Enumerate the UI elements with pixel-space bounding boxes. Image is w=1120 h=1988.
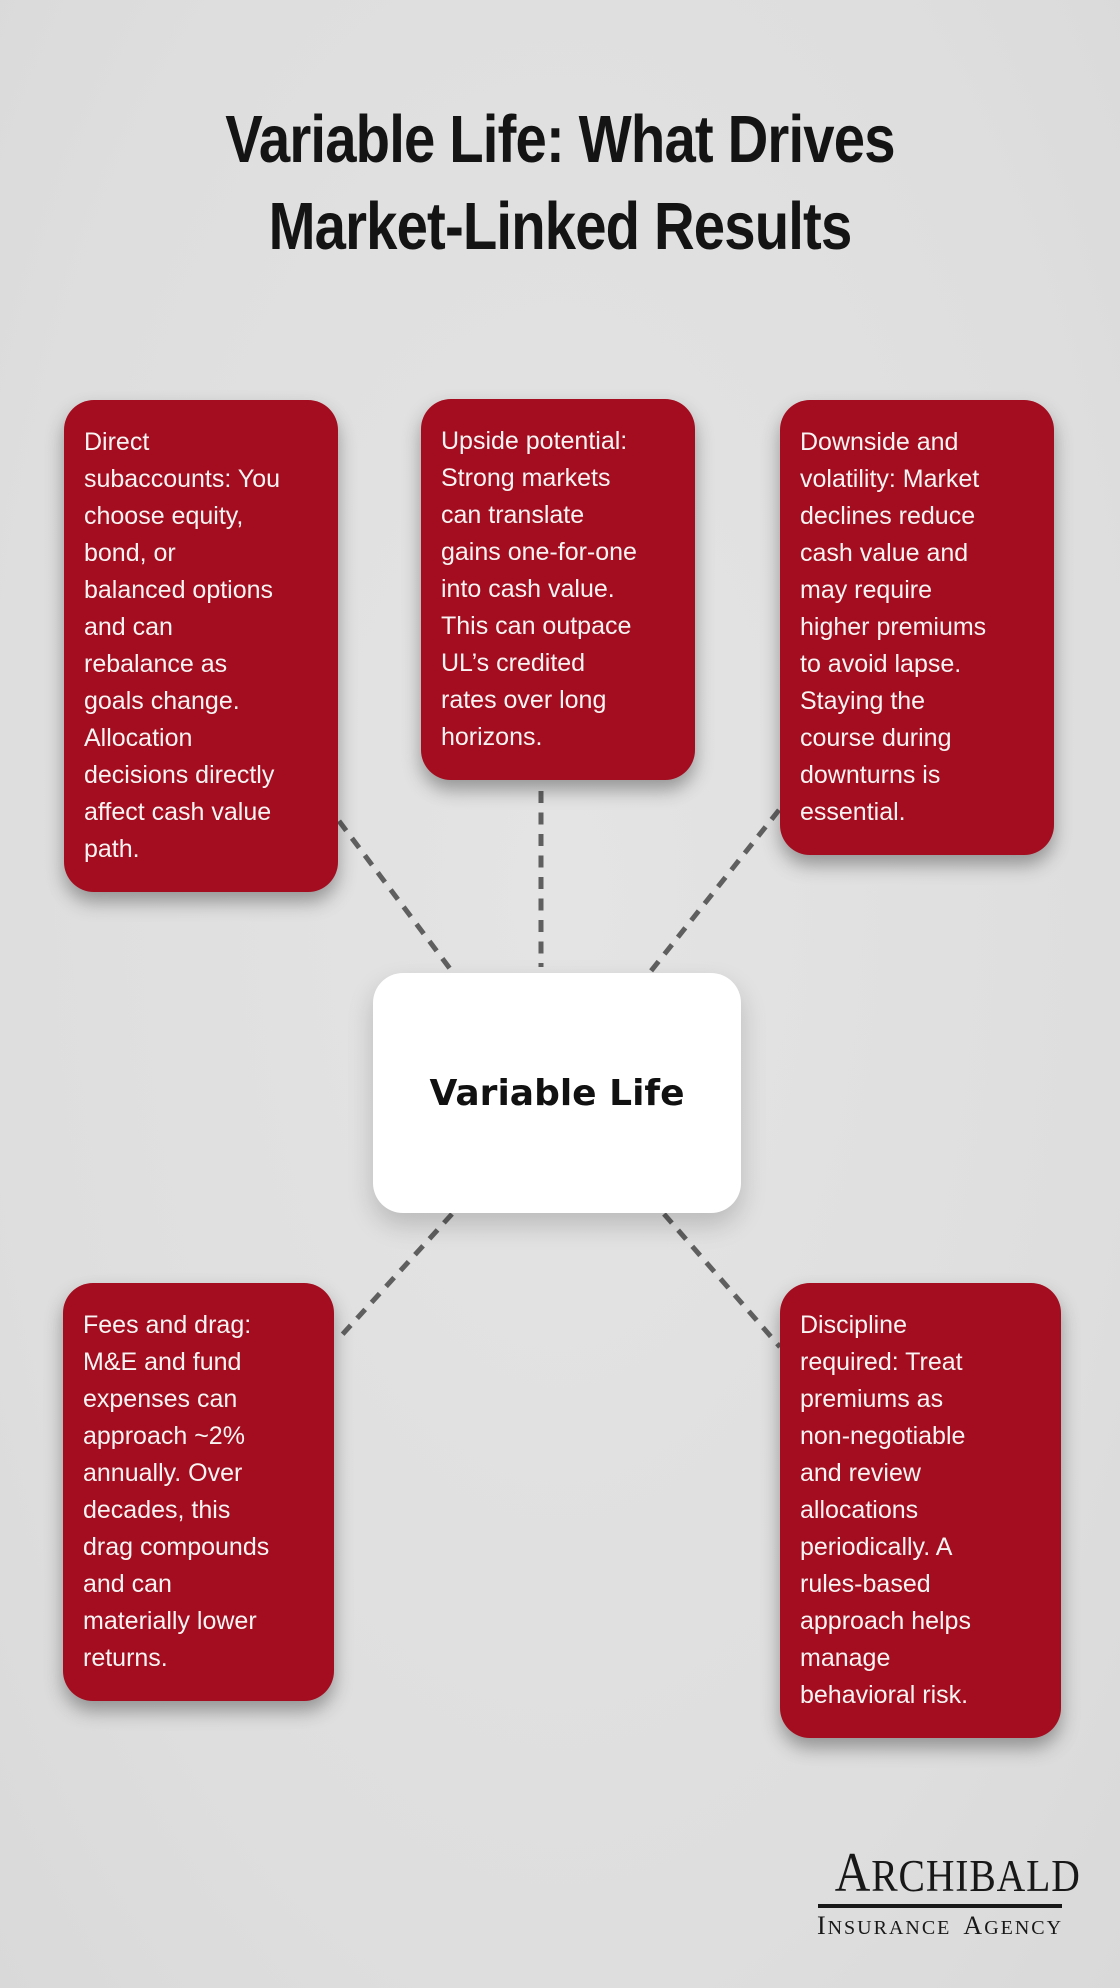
- page-title-line-2: Market-Linked Results: [268, 189, 853, 264]
- card-downside-volatility-text: Downside and volatility: Market declines…: [800, 428, 987, 826]
- card-fees-drag: Fees and drag: M&E and fund expenses can…: [63, 1283, 334, 1701]
- card-fees-drag-text: Fees and drag: M&E and fund expenses can…: [83, 1311, 270, 1672]
- brand-logo: Archibald Insurance Agency: [816, 1845, 1080, 1940]
- connector-bottom-right-line: [662, 1212, 782, 1349]
- card-upside-potential: Upside potential: Strong markets can tra…: [421, 399, 695, 780]
- card-discipline-required-text: Discipline required: Treat premiums as n…: [800, 1311, 971, 1709]
- card-downside-volatility: Downside and volatility: Market declines…: [780, 400, 1054, 855]
- connector-bottom-left-line: [339, 1212, 454, 1338]
- brand-tagline: Insurance Agency: [816, 1911, 1064, 1940]
- card-direct-subaccounts: Direct subaccounts: You choose equity, b…: [64, 400, 338, 892]
- page-title: Variable Life: What Drives Market-Linked…: [90, 96, 1031, 270]
- center-node-label: Variable Life: [429, 1072, 685, 1114]
- page-title-line-1: Variable Life: What Drives: [225, 102, 895, 177]
- card-upside-potential-text: Upside potential: Strong markets can tra…: [441, 427, 637, 751]
- connector-top-left-line: [337, 819, 453, 972]
- brand-name-text: Archibald: [834, 1842, 1081, 1904]
- brand-tagline-word-1: Insurance: [816, 1911, 952, 1940]
- connector-top-right-line: [649, 808, 781, 973]
- brand-tagline-word-2: Agency: [963, 1911, 1064, 1940]
- brand-name: Archibald: [818, 1845, 1080, 1908]
- card-direct-subaccounts-text: Direct subaccounts: You choose equity, b…: [84, 428, 280, 863]
- card-discipline-required: Discipline required: Treat premiums as n…: [780, 1283, 1061, 1738]
- center-node: Variable Life: [373, 973, 741, 1213]
